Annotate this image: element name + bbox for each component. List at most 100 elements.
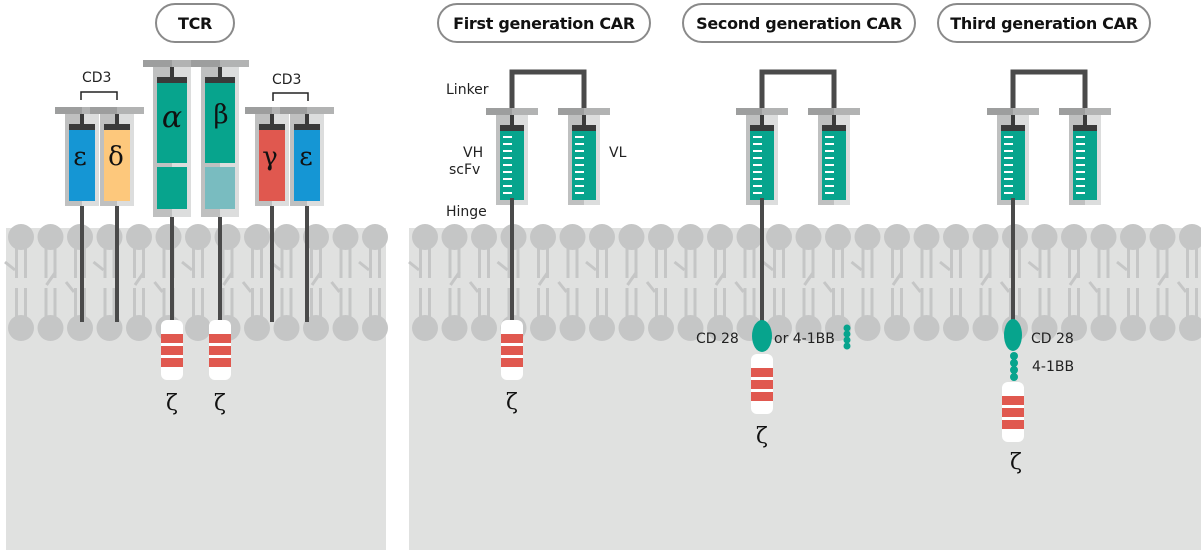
lipid-kink	[133, 271, 146, 286]
lipid-tail	[891, 240, 894, 278]
tcr-cell-background	[6, 228, 386, 550]
lipid-tail	[841, 240, 844, 278]
lipid-kink	[1088, 281, 1099, 293]
lipid-head	[1179, 224, 1201, 250]
lipid-tail	[428, 288, 431, 326]
lipid-tail	[1106, 288, 1110, 326]
lipid-tail	[773, 288, 776, 326]
syringe-plunger	[1011, 115, 1015, 127]
lipid-head	[559, 224, 586, 250]
lipid-kink	[4, 260, 16, 272]
lipid-tail	[655, 288, 658, 326]
lipid-head	[1061, 315, 1087, 341]
itam-band	[751, 380, 773, 389]
lipid-tail	[260, 288, 263, 326]
syringe-plunger-head	[157, 77, 187, 83]
zeta-label: ζ	[506, 390, 518, 415]
lipid-tail	[419, 240, 422, 278]
lipid-tail	[693, 288, 697, 326]
4-1bb-bead	[1010, 373, 1018, 381]
lipid-head	[303, 315, 329, 341]
syringe-plunger-head	[572, 125, 596, 131]
lipid-head	[1120, 224, 1146, 250]
lipid-tail	[1165, 240, 1169, 278]
lipid-head	[441, 224, 468, 250]
gamma-chain-label: γ	[262, 142, 278, 172]
lipid-tail	[841, 288, 844, 326]
syringe-plunger	[832, 115, 836, 127]
lipid-tail	[979, 240, 983, 278]
third-gen-vl-domain	[1059, 108, 1111, 205]
lipid-tail	[743, 288, 747, 326]
lipid-kink	[891, 271, 904, 286]
lipid-head	[441, 315, 468, 341]
lipid-kink	[241, 281, 253, 293]
cd28-label: CD 28	[1031, 331, 1074, 347]
syringe-cap-highlight	[512, 108, 538, 115]
lipid-tail	[891, 288, 894, 326]
itam-band	[209, 346, 231, 355]
syringe-plunger	[80, 114, 84, 126]
lipid-kink	[496, 260, 509, 272]
syringe-tick	[503, 164, 512, 166]
lipid-head	[943, 315, 969, 341]
lipid-tail	[684, 288, 688, 326]
vh-label: VH	[463, 145, 484, 161]
lipid-tail	[752, 240, 756, 278]
lipid-tail	[112, 288, 116, 326]
lipid-kink	[1027, 260, 1040, 272]
lipid-tail	[950, 240, 953, 278]
syringe-tick	[825, 143, 834, 145]
lipid-tail	[714, 288, 717, 326]
lipid-tail	[516, 240, 520, 278]
itam-band	[751, 368, 773, 377]
lipid-kink	[449, 271, 461, 286]
lipid-tail	[1127, 288, 1130, 326]
vl-label: VL	[609, 145, 627, 161]
lipid-kink	[1068, 271, 1081, 286]
syringe-cap-highlight	[172, 60, 201, 67]
lipid-kink	[537, 271, 550, 286]
syringe-tick	[1004, 178, 1013, 180]
lipid-tail	[53, 240, 57, 278]
syringe-tick	[825, 164, 834, 166]
syringe-tick	[753, 178, 762, 180]
lipid-head	[273, 224, 300, 250]
lipid-tail	[142, 240, 145, 278]
lipid-kink	[222, 271, 234, 286]
syringe-tick	[575, 136, 584, 138]
lipid-head	[884, 315, 910, 341]
lipid-tail	[83, 240, 86, 278]
tcr-zeta-itam	[161, 320, 183, 380]
syringe-plunger-head	[1073, 125, 1097, 131]
lipid-tail	[507, 288, 511, 326]
first-gen-linker	[509, 69, 587, 110]
lipid-head	[303, 224, 329, 250]
first-gen-vl-domain	[558, 108, 610, 205]
lipid-head	[972, 315, 999, 341]
second-gen-linker	[759, 69, 837, 110]
lipid-tail	[310, 288, 313, 326]
syringe-tick	[1076, 185, 1085, 187]
lipid-head	[37, 315, 64, 341]
lipid-tail	[1186, 240, 1189, 278]
cd3-gamma-domain	[245, 107, 299, 206]
lipid-head	[972, 224, 999, 250]
lipid-kink	[92, 260, 105, 272]
lipid-tail	[457, 288, 461, 326]
lipid-tail	[1165, 288, 1169, 326]
syringe-lower-fill	[157, 167, 187, 209]
lipid-head	[8, 315, 34, 341]
lipid-tail	[1018, 240, 1021, 278]
syringe-tick	[575, 185, 584, 187]
lipid-tail	[959, 288, 962, 326]
lipid-tail	[1097, 288, 1101, 326]
syringe-tick	[503, 192, 512, 194]
lipid-head	[471, 224, 497, 250]
lipid-head	[854, 224, 881, 250]
syringe-lower-fill	[205, 167, 235, 209]
lipid-kink	[1157, 271, 1169, 286]
syringe-plunger	[170, 67, 174, 79]
syringe-tick	[1004, 150, 1013, 152]
syringe-tick	[575, 143, 584, 145]
